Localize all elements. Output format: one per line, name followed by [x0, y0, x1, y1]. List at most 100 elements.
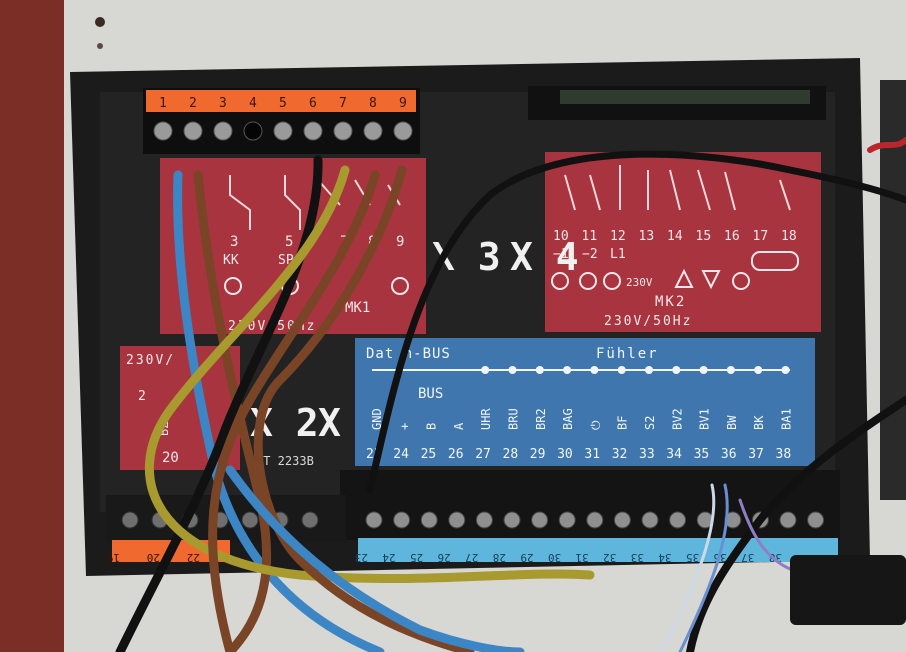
mk1-label-kk: KK [223, 253, 239, 268]
bottom-terminal-number: 30 [548, 551, 561, 564]
bottom-left-terminal-number: 22 [187, 551, 200, 564]
wire-red-right [867, 137, 906, 153]
bus-label: BUS [418, 386, 443, 402]
pump-icon [551, 272, 569, 290]
top-pin-number: 8 [369, 96, 377, 111]
bus-terminal-label: BAG [561, 408, 575, 430]
pump-icon [224, 277, 242, 295]
bus-terminal-label: ⏻ [588, 420, 602, 430]
bus-terminal-label: + [397, 423, 411, 430]
triangle-up-icon [674, 268, 694, 288]
terminal-screw [669, 511, 687, 529]
bus-terminal-label: B [425, 423, 439, 430]
slot-marker-x4: X 4 [510, 235, 579, 279]
bus-terminal-label: GND [370, 408, 384, 430]
terminal-screw [448, 511, 466, 529]
wiring-harness [115, 137, 906, 652]
terminal-screw [420, 511, 438, 529]
terminal-screw [807, 511, 825, 529]
pump-icon [732, 272, 750, 290]
terminal-screw [241, 511, 259, 529]
bottom-terminal-number: 23 [355, 551, 368, 564]
bus-sensor-dot [481, 366, 490, 374]
bottom-terminal-number: 25 [410, 551, 423, 564]
black-plug-right [790, 555, 906, 625]
bottom-terminal-number: 29 [520, 551, 533, 564]
bus-terminal-label: BV1 [698, 408, 712, 430]
bus-header-left: Dat n-BUS [366, 346, 451, 362]
top-pin-number: 7 [339, 96, 347, 111]
terminal-screw [641, 511, 659, 529]
mk1-title: MK1 [345, 300, 370, 316]
mk2-number: 10 [553, 229, 569, 244]
terminal-screw [213, 121, 233, 141]
mk2-number: 14 [667, 229, 683, 244]
mk1-number: 5 [285, 234, 293, 250]
bus-terminal-label: BF [616, 416, 630, 430]
bottom-terminal-number: 26 [438, 551, 451, 564]
wire-brown [253, 165, 475, 652]
pump-icon [603, 272, 621, 290]
wire-yellow-green [144, 165, 595, 584]
wire-black-loop [366, 150, 906, 494]
bottom-terminal-number: 35 [686, 551, 699, 564]
mk1-relay-diagram [229, 175, 401, 230]
mk2-voltage: 230V/50Hz [604, 314, 692, 329]
mk2-number: 18 [781, 229, 797, 244]
mk2-title: MK2 [655, 294, 686, 310]
terminal-screw [273, 121, 293, 141]
bus-terminal-label: BA1 [780, 408, 794, 430]
terminal-screw [393, 121, 413, 141]
top-pin-number: 1 [159, 96, 167, 111]
bus-sensor-dot [699, 366, 708, 374]
terminal-screw [393, 511, 411, 529]
terminal-screw [586, 511, 604, 529]
bottom-terminal-number: 31 [576, 551, 589, 564]
bus-terminal-label: BRU [507, 408, 521, 430]
pump-icon [579, 272, 597, 290]
bus-terminal-number: 28 [503, 447, 519, 462]
terminal-screw [365, 511, 383, 529]
mk1-number: 9 [396, 234, 404, 250]
terminal-screw [243, 121, 263, 141]
mk2-number: 16 [724, 229, 740, 244]
bottom-terminal-number: 33 [631, 551, 644, 564]
bus-terminal-number: 29 [530, 447, 546, 462]
wire-brown [193, 170, 272, 652]
model-text: TT 2233B [256, 454, 314, 468]
sensor-cable-blue [678, 483, 729, 652]
bus-terminal-number: 26 [448, 447, 464, 462]
bus-header-right: Fühler [596, 346, 659, 362]
bus-sensor-dot [754, 366, 763, 374]
terminal-screw [531, 511, 549, 529]
bus-sensor-dot [726, 366, 735, 374]
mk2-number: 13 [639, 229, 655, 244]
bottom-left-terminal-number: 20 [147, 551, 160, 564]
terminal-screw [333, 121, 353, 141]
orange-pin-label-strip [146, 90, 416, 112]
top-pin-number: 2 [189, 96, 197, 111]
top-right-pins [560, 90, 810, 104]
wire-blue [225, 465, 525, 652]
bus-terminal-number: 30 [557, 447, 573, 462]
bus-terminal-label: S2 [643, 416, 657, 430]
bus-terminal-label: BK [752, 415, 766, 430]
bus-terminal-number: 36 [721, 447, 737, 462]
wall-screw-hole [95, 17, 105, 27]
bottom-terminal-number: 28 [493, 551, 506, 564]
triangle-down-icon [701, 270, 721, 290]
bus-terminal-label: A [452, 422, 466, 430]
terminal-screw [724, 511, 742, 529]
bus-terminal-number: 32 [612, 447, 628, 462]
bottom-terminal-number: 24 [382, 551, 396, 564]
terminal-screw [153, 121, 173, 141]
bus-sensor-dot [590, 366, 599, 374]
terminal-screw [558, 511, 576, 529]
bus-terminal-number: 37 [748, 447, 764, 462]
bus-terminal-label: BV2 [670, 408, 684, 430]
wire-brown [208, 170, 380, 652]
wire-black-right [686, 396, 906, 652]
